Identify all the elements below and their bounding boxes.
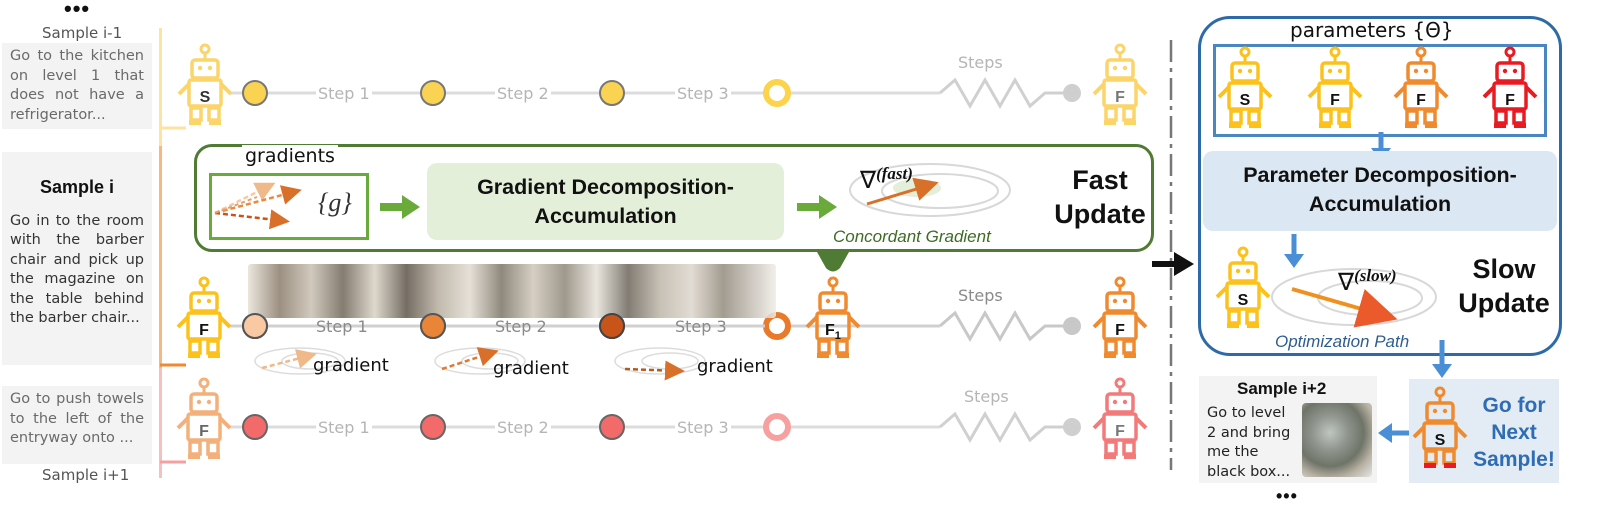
gradients-arrows xyxy=(214,182,302,230)
sample-current-title: Sample i xyxy=(39,177,115,197)
green-arrow-1 xyxy=(380,195,420,219)
parameters-box xyxy=(1213,44,1547,137)
slow-title-line1: Slow xyxy=(1472,254,1536,284)
concordant-gradient-label: Concordant Gradient xyxy=(833,227,991,246)
robot-row3-start-label: F xyxy=(199,423,209,440)
fast-update-title: Fast Update xyxy=(1054,163,1146,231)
gradient-decomposition-box: Gradient Decomposition-Accumulation xyxy=(427,163,784,240)
parameters-label: parameters {Θ} xyxy=(1290,18,1454,42)
gradient-label-3: gradient xyxy=(697,356,773,377)
row3-step1-label: Step 1 xyxy=(316,418,372,437)
slow-update-title: Slow Update xyxy=(1456,252,1552,320)
fast-nabla-symbol: ∇ xyxy=(860,168,877,194)
param-robot-2-label: F xyxy=(1330,92,1340,109)
row2-step2-label: Step 2 xyxy=(495,317,547,336)
row1-steps-label: Steps xyxy=(958,53,1003,72)
fast-nabla: ∇(fast) xyxy=(860,164,913,195)
row2-step1-label: Step 1 xyxy=(316,317,368,336)
fast-title-line1: Fast xyxy=(1072,165,1128,195)
row3-steps-label: Steps xyxy=(964,387,1009,406)
gradients-label: gradients xyxy=(242,145,338,167)
ellipsis-top: ••• xyxy=(64,0,91,21)
go-next-text: Go for Next Sample! xyxy=(1473,394,1555,471)
sample-prev-text: Go to the kitchen on level 1 that does n… xyxy=(2,43,152,129)
slow-nabla: ∇(slow) xyxy=(1338,266,1397,297)
sample-plus2-image xyxy=(1302,403,1372,477)
robot-row2-start-label: F xyxy=(199,322,209,339)
fast-gradient-ellipses xyxy=(849,163,1011,217)
gradient-label-1: gradient xyxy=(313,355,389,376)
left-vertical-bar-top xyxy=(159,28,162,146)
robot-fast-f: F xyxy=(825,322,835,339)
go-next-robot-label: S xyxy=(1434,432,1446,449)
optimization-path-label: Optimization Path xyxy=(1275,332,1410,351)
param-robot-4-label: F xyxy=(1505,92,1515,109)
row3-step3-label: Step 3 xyxy=(675,418,731,437)
gradient-label-2: gradient xyxy=(493,358,569,379)
row3-step2-label: Step 2 xyxy=(495,418,551,437)
param-robot-1-label: S xyxy=(1239,92,1251,109)
sample-prev-title: Sample i-1 xyxy=(42,24,123,42)
robot-fast-sub: 1 xyxy=(834,330,841,343)
robot-row2-final-label: F xyxy=(1115,322,1125,339)
row1-step1-label: Step 1 xyxy=(316,84,372,103)
row2-step3-label: Step 3 xyxy=(675,317,727,336)
slow-robot-label: S xyxy=(1237,292,1249,309)
sample-current-text: Go in to the room with the barber chair … xyxy=(10,212,144,327)
trajectory-image-strip xyxy=(248,264,776,318)
slow-superscript: (slow) xyxy=(1354,266,1397,285)
green-arrow-2 xyxy=(797,195,837,219)
robot-row3-final-label: F xyxy=(1115,423,1125,440)
sample-plus2-title: Sample i+2 xyxy=(1237,379,1327,398)
parameter-decomposition-box: Parameter Decomposition-Accumulation xyxy=(1203,151,1557,231)
slow-nabla-symbol: ∇ xyxy=(1338,270,1355,296)
sample-next-text: Go to push towels to the left of the ent… xyxy=(2,386,152,464)
slow-title-line2: Update xyxy=(1458,288,1550,318)
left-vertical-bar-mid xyxy=(159,146,162,368)
fast-title-line2: Update xyxy=(1054,199,1146,229)
sample-next-title: Sample i+1 xyxy=(42,466,130,484)
g-symbol: {g} xyxy=(318,188,352,217)
row2-steps-label: Steps xyxy=(958,286,1003,305)
row1-step3-label: Step 3 xyxy=(675,84,731,103)
sample-plus2-text: Go to level 2 and bring me the black box… xyxy=(1207,405,1291,480)
ellipsis-bottom: ••• xyxy=(1276,486,1298,506)
sample-current-panel: Sample i Go in to the room with the barb… xyxy=(2,152,152,365)
robot-row1-final-label: F xyxy=(1115,89,1125,106)
robot-row1-start-label: S xyxy=(199,89,211,106)
row1-step2-label: Step 2 xyxy=(495,84,551,103)
robot-row2-fast-label: F1 xyxy=(825,322,841,342)
fast-superscript: (fast) xyxy=(876,164,913,183)
param-robot-3-label: F xyxy=(1416,92,1426,109)
left-vertical-bar-bottom xyxy=(159,368,162,478)
